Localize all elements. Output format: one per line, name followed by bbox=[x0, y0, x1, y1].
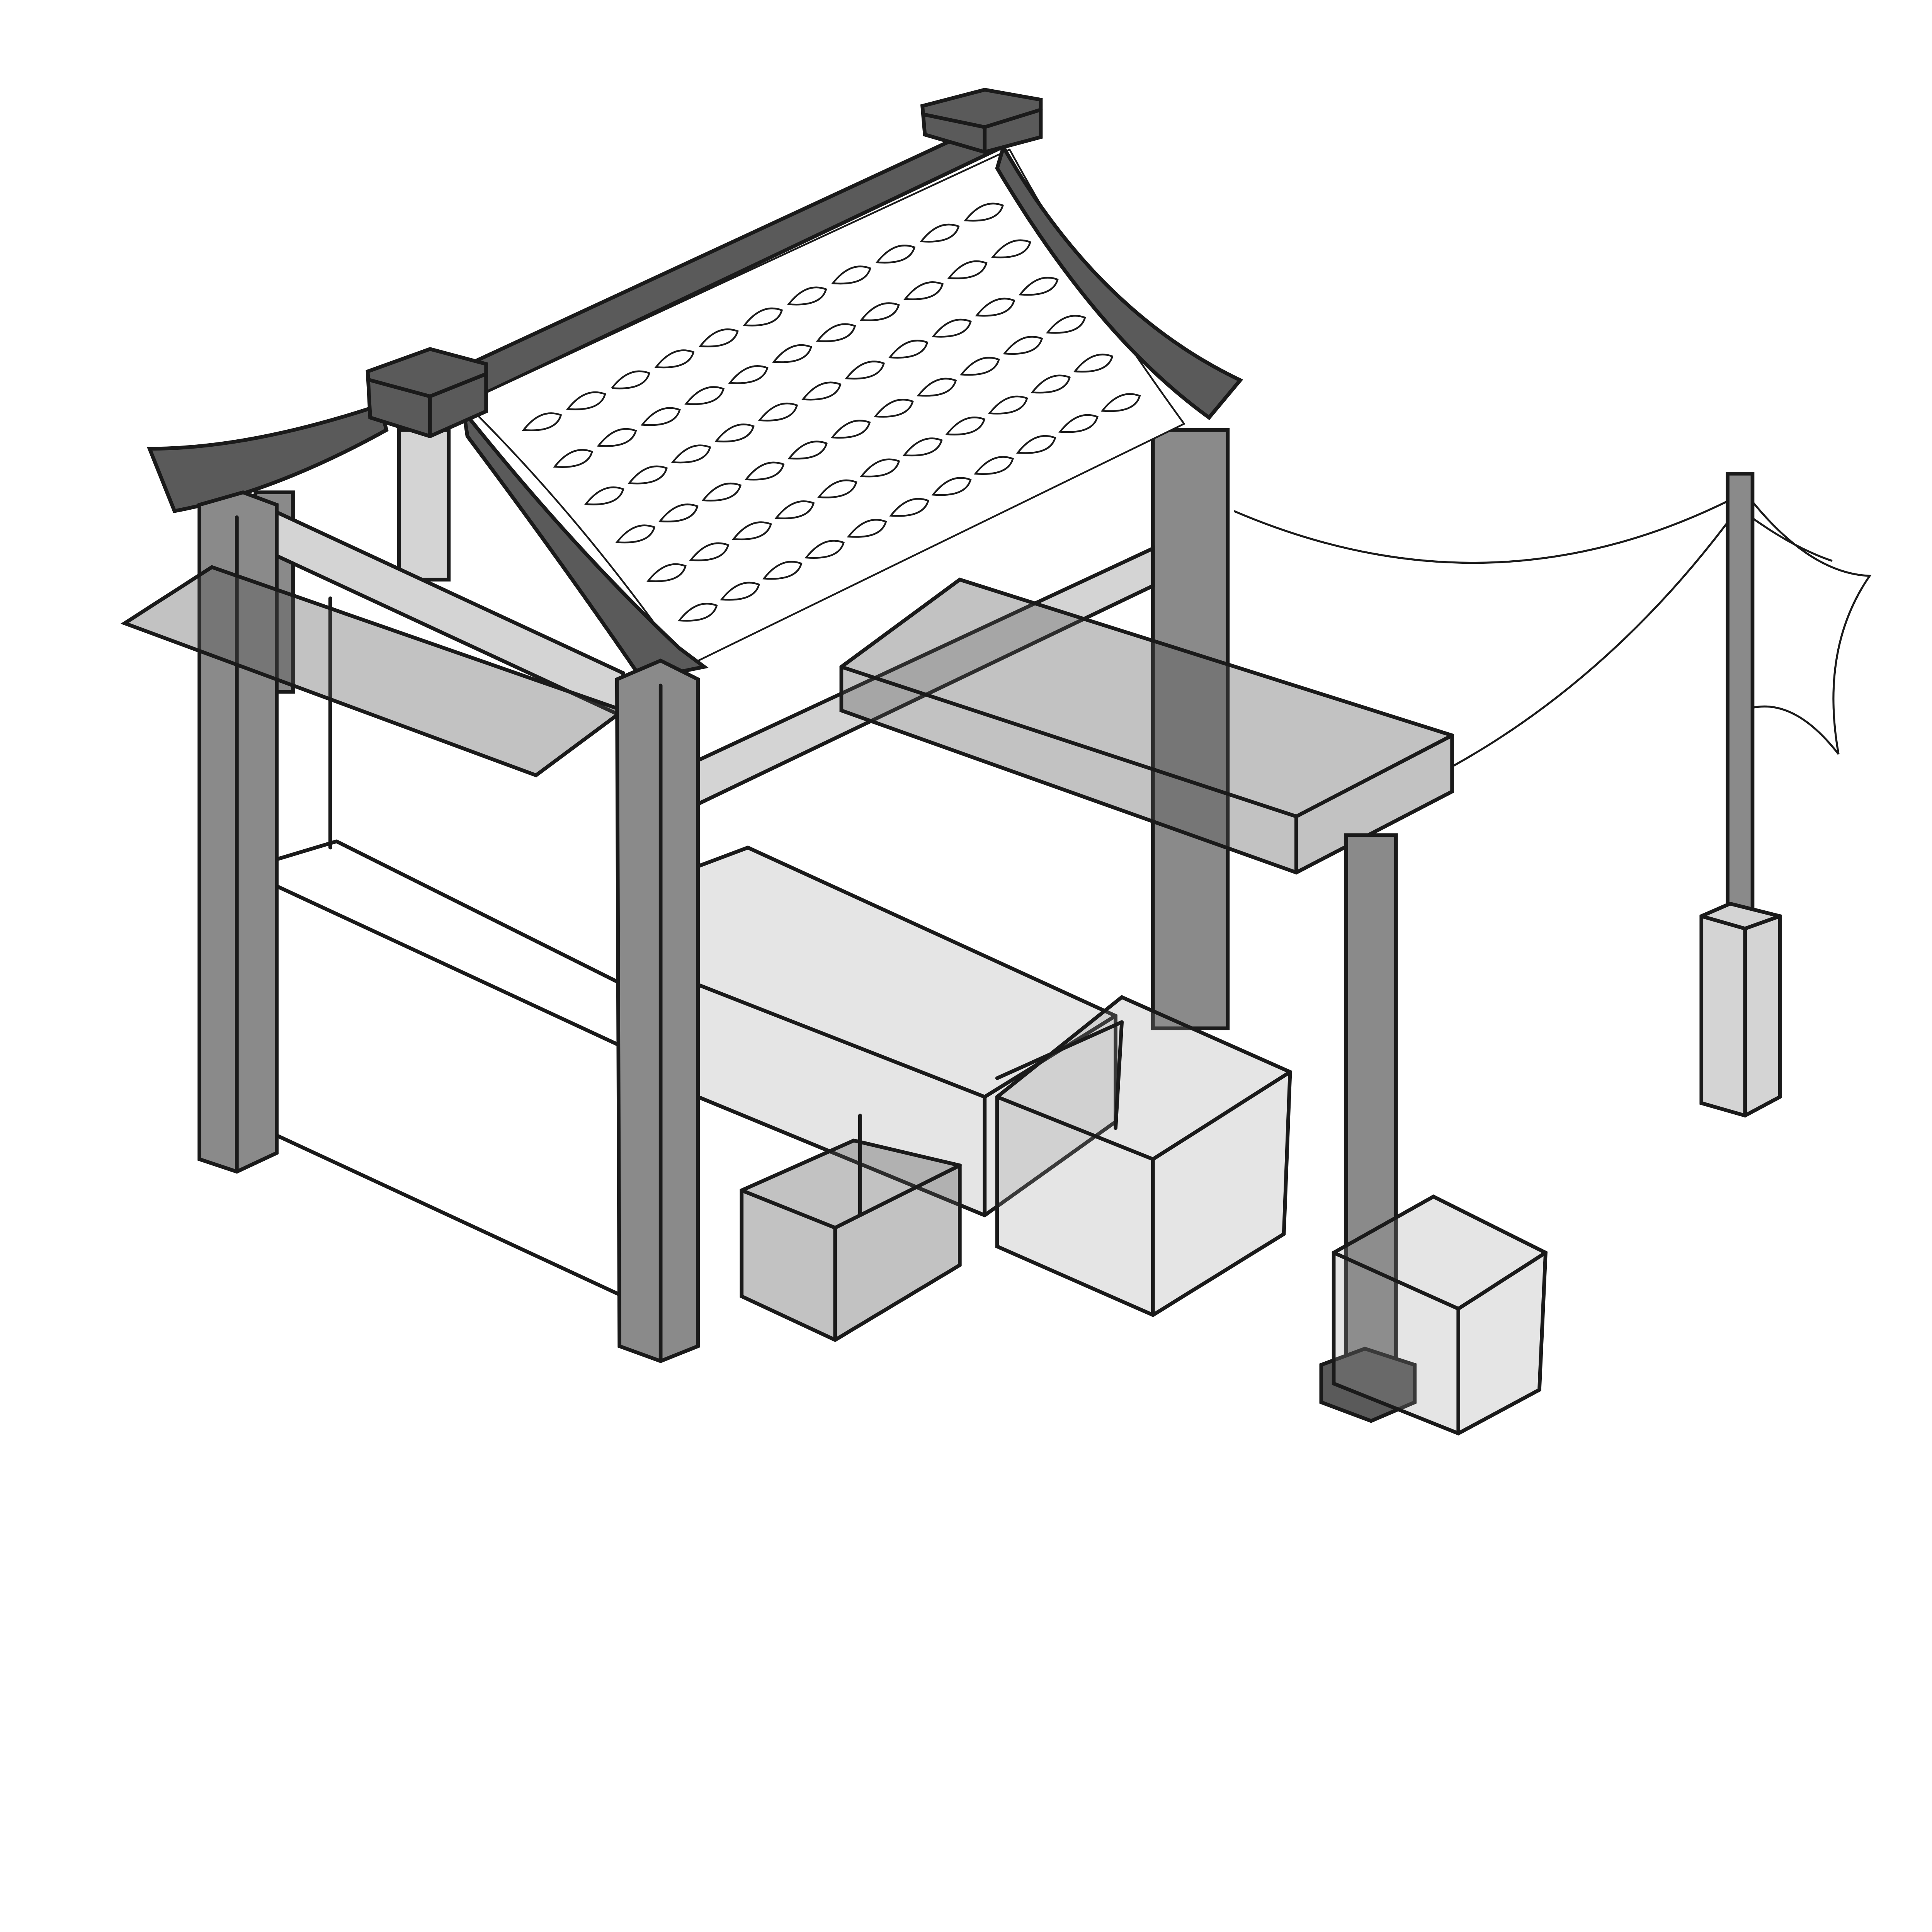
roof-tile bbox=[671, 444, 711, 464]
roof-tile bbox=[903, 281, 944, 300]
roof-tile bbox=[758, 402, 798, 422]
roof-tile bbox=[774, 500, 815, 519]
roof-tile bbox=[964, 202, 1004, 222]
roof-tile bbox=[677, 602, 718, 622]
roof-tile bbox=[584, 486, 624, 505]
roof-tile bbox=[1058, 414, 1099, 433]
roof-tile bbox=[640, 407, 681, 426]
roof-tile bbox=[762, 561, 803, 580]
roof-tile bbox=[522, 412, 562, 431]
roof-tile bbox=[743, 307, 783, 327]
roof-tiles bbox=[522, 202, 1141, 622]
roof-tile bbox=[845, 361, 885, 380]
middle-front-post bbox=[615, 658, 700, 1363]
roof-tile bbox=[974, 456, 1014, 475]
roof-tile bbox=[947, 260, 988, 279]
roof-tile bbox=[874, 398, 914, 418]
crate-small bbox=[740, 1114, 962, 1342]
roof-tile bbox=[830, 420, 871, 439]
roof-tile bbox=[902, 437, 943, 457]
roof-tile bbox=[720, 582, 760, 601]
crate-right bbox=[1332, 1194, 1548, 1436]
roof-tile bbox=[847, 519, 887, 538]
roof-tile bbox=[931, 477, 972, 496]
right-post bbox=[1319, 833, 1417, 1423]
roof-tile bbox=[988, 395, 1028, 415]
roof-tile bbox=[714, 423, 755, 442]
roof-tile bbox=[804, 540, 845, 559]
roof-tile bbox=[1073, 354, 1114, 373]
roof-tile bbox=[689, 542, 730, 561]
roof-tile bbox=[658, 503, 699, 522]
roof-tile bbox=[917, 378, 957, 397]
roof-tile bbox=[975, 298, 1015, 317]
roof-tile bbox=[888, 340, 929, 359]
roof-tile bbox=[744, 461, 785, 481]
roof-tile bbox=[597, 428, 637, 447]
roof-tile bbox=[991, 239, 1031, 259]
roof-tile bbox=[1100, 393, 1141, 412]
roof-tile bbox=[1016, 435, 1056, 454]
utility-pole bbox=[1699, 471, 1782, 1118]
roof-tile bbox=[646, 563, 687, 582]
roof-tile bbox=[817, 479, 857, 498]
roof-tile bbox=[566, 391, 606, 410]
roof-tile bbox=[831, 265, 871, 285]
roof-tile bbox=[889, 498, 929, 517]
ridge-caps bbox=[366, 88, 1043, 439]
crate-large bbox=[995, 995, 1292, 1317]
roof-tile bbox=[919, 223, 960, 243]
roof-tile bbox=[1003, 336, 1043, 355]
roof-tile bbox=[860, 458, 900, 478]
roof-tile bbox=[816, 323, 856, 342]
roof-tile bbox=[698, 328, 739, 347]
right-awning bbox=[839, 577, 1454, 875]
roof-tile bbox=[787, 440, 828, 460]
roof-tile bbox=[801, 381, 842, 401]
roof-tile bbox=[787, 286, 827, 306]
roof-tile bbox=[945, 417, 986, 435]
roof-tile bbox=[553, 449, 594, 468]
wires bbox=[1233, 491, 1872, 768]
roof-tile bbox=[859, 302, 900, 321]
market-stall-sketch bbox=[120, 88, 1872, 1436]
roof-tile bbox=[654, 349, 695, 369]
tiled-roof bbox=[461, 142, 1243, 682]
roof-tile bbox=[615, 524, 656, 544]
roof-tile bbox=[627, 465, 668, 485]
roof-tile bbox=[772, 344, 812, 363]
roof-tile bbox=[1031, 374, 1071, 394]
roof-tile bbox=[728, 365, 769, 384]
roof-tile bbox=[1018, 277, 1059, 296]
roof-tile bbox=[932, 318, 972, 338]
roof-tile bbox=[1046, 315, 1086, 334]
roof-tile bbox=[959, 357, 1000, 376]
roof-tile bbox=[684, 386, 725, 405]
roof-tile bbox=[731, 521, 772, 541]
roof-tile bbox=[610, 370, 651, 389]
left-front-post bbox=[197, 490, 279, 1174]
roof-tile bbox=[701, 482, 742, 502]
roof-tile bbox=[875, 245, 916, 264]
